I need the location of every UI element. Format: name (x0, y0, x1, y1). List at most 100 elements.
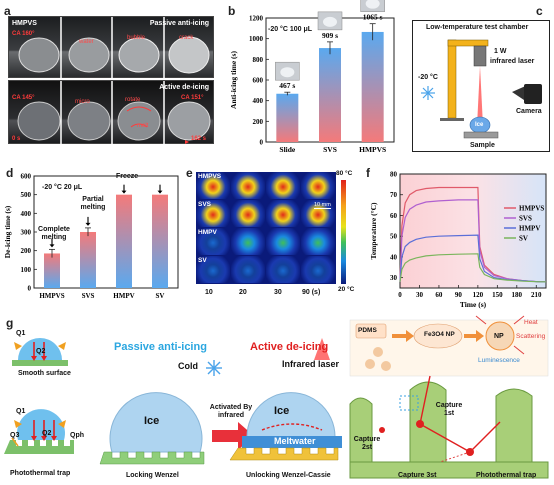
scattering-label: Scattering (516, 333, 546, 340)
passive-anti-icing-title: Passive anti-icing (114, 341, 207, 353)
y-tick-label: 1200 (249, 15, 264, 23)
micro-label: micro (75, 99, 90, 105)
x-tick-label: 90 (455, 291, 463, 299)
locking-wenzel-diagram (99, 392, 205, 465)
thermal-cell (301, 256, 336, 283)
y-tick-label: 30 (390, 274, 398, 282)
thermal-cell (196, 228, 231, 255)
water-label: water (79, 39, 94, 45)
inset-droplet (323, 16, 337, 27)
contact-angle-right: CA 151° (181, 95, 204, 101)
contact-angle-left: CA 145° (12, 95, 35, 101)
series-line (399, 253, 546, 283)
stand-pole (447, 39, 457, 119)
thermal-cell (301, 200, 336, 227)
x-tick-label: HMPVS (39, 292, 64, 300)
thermal-cell (196, 256, 231, 283)
thermal-row-label: HMPVS (198, 173, 222, 180)
droplet-sequence (18, 17, 210, 79)
q3-label: Q3 (10, 432, 20, 439)
meltwater-label: Meltwater (274, 436, 316, 446)
legend-label: HMPVS (519, 205, 544, 213)
activated-label: Activated By infrared (208, 404, 254, 419)
power-label: 1 W (494, 48, 507, 55)
camera-label: Camera (516, 108, 542, 115)
panel-label: d (6, 166, 14, 180)
time-end: 162 s (191, 136, 207, 142)
cold-label: Cold (178, 361, 198, 371)
time-tick-10: 10 (205, 289, 213, 296)
complete-melting-text: Complete melting (38, 226, 70, 241)
y-tick-label: 70 (390, 191, 398, 199)
x-tick-label: SVS (82, 292, 95, 300)
q2-label: Q2 (36, 348, 46, 355)
y-tick-label: 400 (253, 97, 264, 105)
photo-passive-strip: HMPVS Passive anti-icing CA 160° water b… (8, 16, 214, 79)
condition-label: -20 °C 20 μL (42, 184, 83, 191)
nanoparticle-illustration (349, 315, 549, 377)
bar (116, 194, 132, 288)
capture1-text: Capture 1st (435, 402, 463, 417)
x-tick-label: 150 (492, 291, 503, 299)
ice-droplet-sequence (17, 81, 211, 145)
thermal-cell (266, 256, 301, 283)
thermal-cell (231, 228, 266, 255)
luminescence-label: Luminescence (478, 357, 520, 364)
y-tick-label: 300 (21, 229, 32, 237)
bubble-label: bubble (127, 35, 146, 41)
time-tick-30: 30 (274, 289, 282, 296)
panel-label: b (228, 4, 236, 18)
bar (361, 31, 384, 143)
q2b-label: Q2 (42, 430, 52, 437)
panel-g: g (0, 312, 554, 485)
x-tick-label: Slide (279, 145, 296, 154)
partial-melting-label: Partial melting (76, 196, 110, 211)
y-axis-label: Anti-icing time (s) (229, 51, 238, 109)
passive-label: Passive anti-icing (149, 20, 209, 27)
x-tick-label: 180 (512, 291, 523, 299)
setup-diagram (421, 39, 542, 139)
capture-microstructure (349, 375, 549, 479)
capture2-label: Capture 2st (352, 436, 382, 451)
panel-label: c (536, 4, 543, 18)
thermal-cell (266, 228, 301, 255)
camera-body (524, 84, 542, 104)
annotation-arrowhead (121, 190, 127, 194)
thermal-row: SVS (196, 200, 336, 227)
legend-label: SVS (519, 215, 532, 223)
complete-melting-label: Complete melting (34, 226, 74, 241)
y-tick-label: 500 (21, 191, 32, 199)
data-label: 1065 s (363, 13, 383, 22)
crack-label: crack (179, 35, 194, 41)
thermal-row-label: SVS (198, 201, 212, 208)
unlocking-wenzel-cassie-diagram (229, 338, 342, 461)
laser-beam (477, 66, 483, 126)
panel-label: e (186, 166, 193, 180)
rotate-label: rotate (125, 97, 141, 103)
x-tick-label: 120 (473, 291, 484, 299)
time-tick-20: 20 (239, 289, 247, 296)
annotation-arrowhead (49, 244, 55, 248)
x-tick-label: 0 (398, 291, 402, 299)
locking-wenzel-label: Locking Wenzel (126, 472, 179, 479)
annotation-arrowhead (157, 190, 163, 194)
unlocking-label: Unlocking Wenzel-Cassie (246, 472, 331, 479)
pdms-label: PDMS (358, 327, 377, 334)
condition-label: -20 °C 100 μL (268, 26, 313, 33)
y-tick-label: 600 (253, 77, 264, 85)
thermal-cell (196, 200, 231, 227)
inset-droplet (280, 67, 295, 78)
bar (44, 253, 60, 288)
sample-plate (463, 131, 499, 139)
np-label: NP (494, 333, 504, 340)
snowflake-icon (421, 86, 435, 100)
x-tick-label: 210 (531, 291, 542, 299)
bar (152, 194, 168, 288)
smooth-surface-label: Smooth surface (18, 370, 71, 377)
y-tick-label: 60 (390, 212, 398, 220)
